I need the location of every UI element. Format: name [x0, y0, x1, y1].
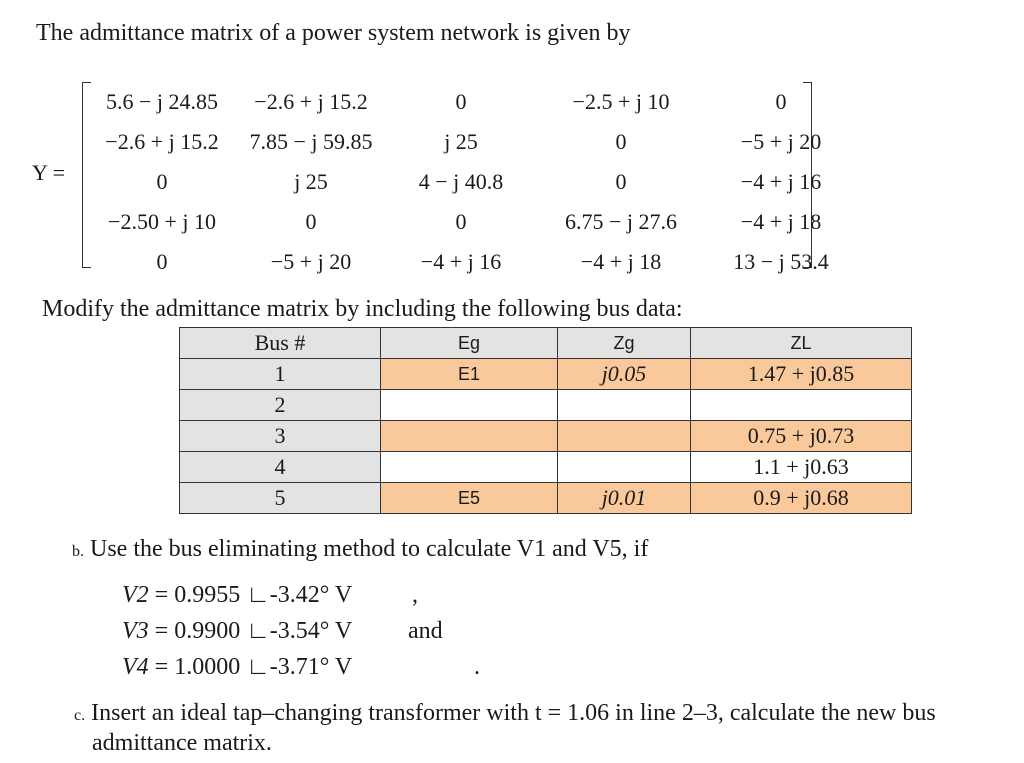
- matrix-cell: −2.6 + j 15.2: [254, 89, 368, 114]
- matrix-row: −2.50 + j 10 0 0 6.75 − j 27.6 −4 + j 18: [88, 202, 856, 242]
- matrix-cell: 0: [156, 169, 168, 194]
- zl-cell: 0.75 + j0.73: [690, 420, 912, 452]
- matrix-cell: −4 + j 16: [420, 249, 502, 274]
- voltage-v2: V2 = 0.9955 ∟-3.42° V: [122, 582, 353, 608]
- voltage-v2-suffix: ,: [412, 582, 418, 608]
- matrix-cell: j 25: [444, 129, 478, 154]
- bus-data-table: Bus # Eg Zg ZL 1 E1 j0.05 1.47 + j0.85 2…: [179, 327, 912, 514]
- part-b-label: b.: [72, 543, 84, 560]
- table-row: 2: [179, 389, 912, 421]
- zl-cell: 0.9 + j0.68: [690, 482, 912, 514]
- matrix-cell: 4 − j 40.8: [418, 169, 504, 194]
- matrix-cell: −5 + j 20: [740, 129, 822, 154]
- header-zg: Zg: [557, 327, 691, 359]
- zl-cell: 1.1 + j0.63: [690, 451, 912, 483]
- voltage-v4-suffix: .: [474, 654, 480, 680]
- part-b-question: b. Use the bus eliminating method to cal…: [72, 536, 648, 563]
- zg-cell: j0.01: [557, 482, 691, 514]
- header-zl: ZL: [690, 327, 912, 359]
- zg-cell: [557, 389, 691, 421]
- matrix-cell: −4 + j 16: [740, 169, 822, 194]
- matrix-label: Y =: [32, 160, 65, 185]
- matrix-row: −2.6 + j 15.2 7.85 − j 59.85 j 25 0 −5 +…: [88, 122, 856, 162]
- eg-cell: [380, 420, 558, 452]
- zg-cell: [557, 451, 691, 483]
- eg-cell: E1: [380, 358, 558, 390]
- intro-text: The admittance matrix of a power system …: [36, 20, 631, 46]
- matrix-cell: 0: [455, 89, 467, 114]
- matrix-cell: j 25: [294, 169, 328, 194]
- eg-cell: [380, 389, 558, 421]
- part-b-text: Use the bus eliminating method to calcul…: [90, 536, 649, 562]
- matrix-cell: 0: [156, 249, 168, 274]
- zl-cell: [690, 389, 912, 421]
- matrix-left-bracket: [82, 82, 91, 268]
- matrix-row: 5.6 − j 24.85 −2.6 + j 15.2 0 −2.5 + j 1…: [88, 82, 856, 122]
- matrix-cell: −2.50 + j 10: [108, 209, 216, 234]
- matrix-right-bracket: [803, 82, 812, 268]
- admittance-matrix: 5.6 − j 24.85 −2.6 + j 15.2 0 −2.5 + j 1…: [88, 82, 856, 282]
- voltage-v3-suffix: and: [408, 618, 443, 644]
- zg-cell: j0.05: [557, 358, 691, 390]
- matrix-cell: 5.6 − j 24.85: [105, 89, 219, 114]
- eg-cell: [380, 451, 558, 483]
- header-bus: Bus #: [179, 327, 381, 359]
- matrix-cell: −2.6 + j 15.2: [105, 129, 219, 154]
- table-row: 1 E1 j0.05 1.47 + j0.85: [179, 358, 912, 390]
- table-row: 3 0.75 + j0.73: [179, 420, 912, 452]
- voltage-v3: V3 = 0.9900 ∟-3.54° V: [122, 618, 353, 644]
- matrix-cell: −2.5 + j 10: [572, 89, 670, 114]
- matrix-cell: 0: [615, 129, 627, 154]
- zl-cell: 1.47 + j0.85: [690, 358, 912, 390]
- bus-number: 2: [179, 389, 381, 421]
- matrix-cell: 0: [775, 89, 787, 114]
- matrix-row: 0 j 25 4 − j 40.8 0 −4 + j 16: [88, 162, 856, 202]
- matrix-cell: −4 + j 18: [580, 249, 662, 274]
- table-row: 5 E5 j0.01 0.9 + j0.68: [179, 482, 912, 514]
- bus-number: 1: [179, 358, 381, 390]
- bus-number: 3: [179, 420, 381, 452]
- zg-cell: [557, 420, 691, 452]
- part-c-line1: Insert an ideal tap–changing transformer…: [91, 700, 936, 726]
- voltage-v4: V4 = 1.0000 ∟-3.71° V: [122, 654, 353, 680]
- matrix-cell: 0: [455, 209, 467, 234]
- matrix-cell: 6.75 − j 27.6: [564, 209, 678, 234]
- part-c-label: c.: [74, 707, 86, 724]
- matrix-cell: −5 + j 20: [270, 249, 352, 274]
- matrix-cell: 13 − j 53.4: [733, 249, 829, 274]
- matrix-cell: 0: [305, 209, 317, 234]
- matrix-cell: 0: [615, 169, 627, 194]
- table-row: 4 1.1 + j0.63: [179, 451, 912, 483]
- part-c-question: c. Insert an ideal tap–changing transfor…: [74, 700, 936, 727]
- header-eg: Eg: [380, 327, 558, 359]
- modify-instruction: Modify the admittance matrix by includin…: [42, 296, 683, 322]
- matrix-cell: 7.85 − j 59.85: [249, 129, 373, 154]
- bus-number: 4: [179, 451, 381, 483]
- table-header-row: Bus # Eg Zg ZL: [179, 327, 912, 359]
- eg-cell: E5: [380, 482, 558, 514]
- matrix-row: 0 −5 + j 20 −4 + j 16 −4 + j 18 13 − j 5…: [88, 242, 856, 282]
- part-c-line2: admittance matrix.: [92, 730, 272, 756]
- matrix-cell: −4 + j 18: [740, 209, 822, 234]
- bus-number: 5: [179, 482, 381, 514]
